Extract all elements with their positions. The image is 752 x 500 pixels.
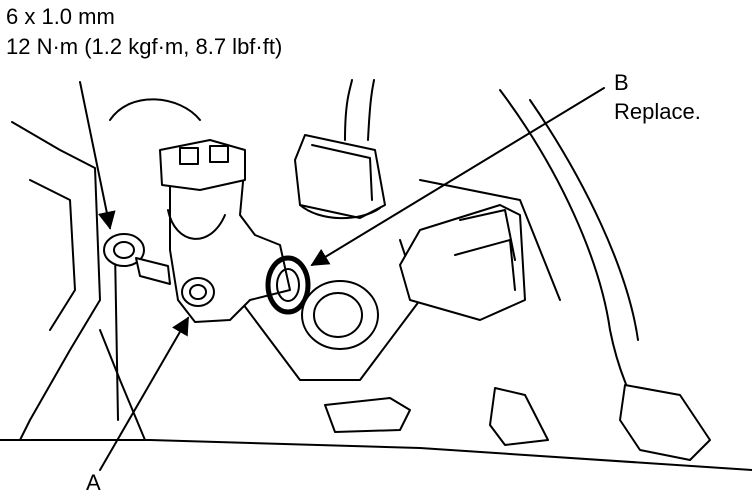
o-ring-callout-arrow <box>310 87 605 266</box>
sensor-callout-arrow <box>99 316 189 471</box>
bolt-callout-arrow <box>79 81 116 230</box>
harness-connector <box>294 134 386 220</box>
callout-b-note: Replace. <box>614 99 701 124</box>
right-connectors <box>399 204 526 321</box>
connector-pin-block <box>179 147 199 165</box>
torque-spec-label: 12 N·m (1.2 kgf·m, 8.7 lbf·ft) <box>6 34 283 59</box>
callout-arrows <box>79 81 605 471</box>
o-ring-b <box>265 255 311 315</box>
bolt-size-label: 6 x 1.0 mm <box>6 4 115 29</box>
callout-b-letter: B <box>614 70 629 95</box>
sensor-bore <box>301 280 379 350</box>
bottom-clips <box>324 384 711 461</box>
wire-harness <box>344 79 375 141</box>
callout-a-letter: A <box>86 470 101 495</box>
connector-pin-block <box>209 145 229 163</box>
mounting-bolt <box>103 233 171 285</box>
sensor-a <box>159 139 291 323</box>
